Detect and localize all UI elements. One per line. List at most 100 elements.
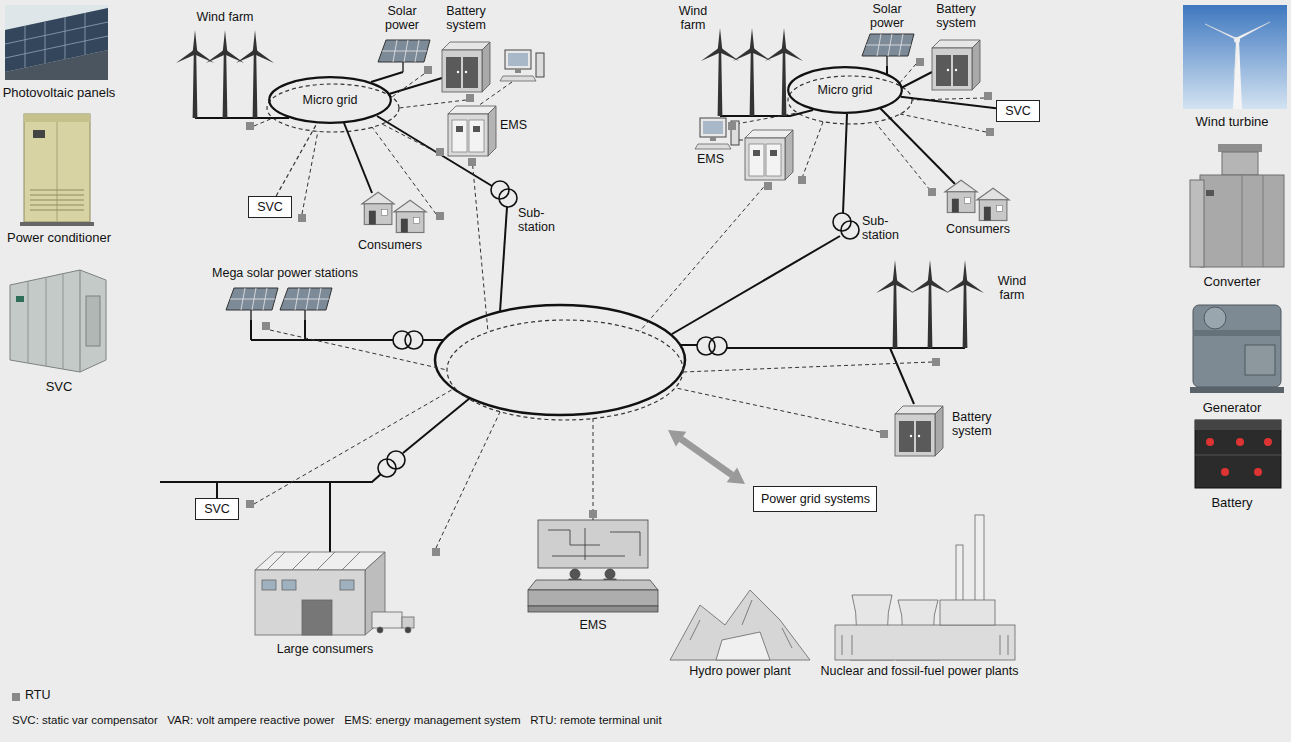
power-line — [344, 123, 372, 193]
power-grid-box: Power grid systems — [753, 486, 877, 512]
battery-photo — [1254, 468, 1262, 476]
power-conditioner-photo — [20, 222, 94, 226]
label-box: Hydro power plant — [660, 664, 820, 678]
microgrid-comm-ring — [267, 84, 399, 132]
rtu-mark — [798, 176, 806, 184]
ems-cabinet-icon — [448, 106, 496, 156]
micro-grid-ellipse: Micro grid — [787, 66, 903, 114]
power-line — [886, 66, 888, 74]
ems-cabinet-icon — [745, 130, 793, 180]
large-consumer-building — [340, 580, 354, 590]
substation-transformer — [709, 337, 727, 355]
rtu-mark — [728, 122, 736, 130]
microgrid-comm-ring — [788, 76, 912, 124]
power-conditioner-photo — [20, 114, 94, 226]
large-consumer-building — [377, 627, 383, 633]
rtu-mark — [468, 158, 476, 166]
label-box: Battery system — [926, 2, 986, 31]
ems-computer-icon — [500, 50, 544, 81]
generator-photo — [1190, 387, 1284, 393]
mega-solar-icon — [226, 288, 332, 320]
ems-control-room — [538, 520, 648, 568]
generator-photo — [1193, 305, 1281, 387]
power-line — [216, 482, 218, 498]
label-text: Wind farm — [679, 4, 707, 32]
battery-photo — [1206, 438, 1214, 446]
converter-photo — [1206, 190, 1214, 196]
rtu-mark — [932, 358, 940, 366]
consumer-house-icon — [362, 192, 394, 224]
large-consumer-building — [372, 612, 402, 628]
label-box: EMS — [566, 618, 620, 632]
connector-line — [901, 97, 996, 109]
rtu-mark — [589, 510, 597, 518]
power-line — [251, 320, 444, 340]
wind-turbine-icon — [875, 260, 985, 348]
power-conditioner-photo — [24, 114, 90, 122]
label-box: Nuclear and fossil-fuel power plants — [812, 664, 1027, 678]
battery-photo — [1195, 455, 1281, 456]
label-text: Generator — [1203, 400, 1262, 415]
label-box: Consumers — [345, 238, 435, 252]
node-text: Micro grid — [303, 93, 358, 107]
communication-line — [683, 362, 932, 372]
label-text: Power conditioner — [7, 230, 111, 245]
communication-line — [900, 114, 986, 132]
communication-line — [676, 388, 880, 432]
ems-computer-icon — [695, 118, 739, 149]
label-text: EMS — [579, 618, 606, 632]
ems-computer-icon — [500, 50, 544, 81]
grid-ring — [447, 320, 683, 420]
power-plant-icon — [842, 635, 1008, 655]
wind-turbine-icon — [700, 28, 804, 116]
solar-panel-icon — [378, 40, 430, 72]
label-box: Consumers — [933, 222, 1023, 236]
communication-line — [898, 64, 916, 85]
label-text: Sub-station — [518, 206, 555, 234]
ems-control-room — [548, 528, 640, 560]
battery-photo — [1236, 438, 1244, 446]
power-conditioner-photo — [24, 114, 90, 222]
power-plant-icon — [940, 600, 995, 625]
rtu-mark — [262, 322, 270, 330]
rtu-mark — [984, 92, 992, 100]
svc-photo — [10, 270, 106, 372]
wind-turbine-icon — [175, 30, 275, 118]
converter-photo — [1222, 152, 1258, 175]
battery-system-icon — [442, 42, 490, 92]
battery-photo — [1195, 420, 1281, 430]
ems-control-room — [528, 590, 658, 606]
generator-photo — [1245, 345, 1275, 375]
label-text: Large consumers — [277, 642, 374, 656]
power-conditioner-photo — [33, 130, 45, 138]
wind-turbine-photo — [1205, 22, 1270, 78]
micro-grid-outline — [788, 67, 902, 113]
label-text: Solar power — [870, 2, 904, 30]
label-box: Solar power — [374, 4, 430, 33]
grid-ring — [435, 305, 685, 415]
substation-transformer — [833, 213, 851, 231]
ems-control-room — [528, 520, 658, 612]
rtu-mark — [246, 500, 254, 508]
large-consumer-building — [255, 570, 365, 635]
label-text: Wind turbine — [1196, 114, 1269, 129]
power-line — [672, 236, 840, 334]
power-plant-icon — [835, 625, 1015, 660]
large-consumer-building — [405, 627, 411, 633]
large-consumer-building — [255, 552, 385, 570]
microgrid-comm-ring — [267, 76, 912, 132]
svc-photo — [28, 273, 63, 369]
ems-cabinet-icon — [448, 106, 496, 156]
label-box: Battery system — [952, 410, 1014, 439]
power-line — [843, 114, 847, 213]
battery-photo — [1195, 420, 1281, 488]
wind-turbine-photo — [1183, 5, 1287, 109]
wind-turbine-icon — [732, 28, 772, 116]
power-conditioner-photo — [30, 190, 84, 210]
label-box: Generator — [1173, 401, 1291, 416]
power-plant-icon — [835, 515, 1015, 660]
ems-control-room — [605, 569, 615, 579]
photovoltaic-photo — [5, 5, 108, 80]
label-box: Wind farm — [668, 4, 718, 33]
label-text: Battery — [1211, 495, 1252, 510]
